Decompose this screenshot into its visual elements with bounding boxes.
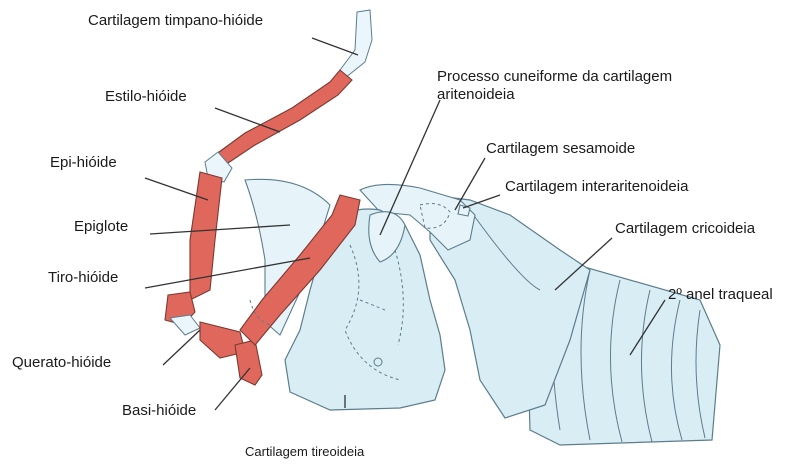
label-timpano-hioide: Cartilagem timpano-hióide [88,12,263,30]
label-aritenoideia: aritenoideia [437,86,515,104]
label-querato-hioide: Querato-hióide [12,354,111,372]
label-cartilagem-tireoideia: Cartilagem tireoideia [245,443,364,461]
leader-timpano [312,38,358,55]
label-cartilagem-interaritenoideia: Cartilagem interaritenoideia [505,178,688,196]
label-anel-traqueal: 2º anel traqueal [668,286,773,304]
leader-querato [163,330,200,365]
label-cartilagem-cricoideia: Cartilagem cricoideia [615,220,755,238]
label-epi-hioide: Epi-hióide [50,154,117,172]
label-cartilagem-sesamoide: Cartilagem sesamoide [486,140,635,158]
leader-basi [215,368,250,410]
label-epiglote: Epiglote [74,218,128,236]
label-estilo-hioide: Estilo-hióide [105,88,187,106]
label-processo-cuneiforme: Processo cuneiforme da cartilagem [437,68,672,86]
label-basi-hioide: Basi-hióide [122,402,196,420]
label-tiro-hioide: Tiro-hióide [48,269,118,287]
